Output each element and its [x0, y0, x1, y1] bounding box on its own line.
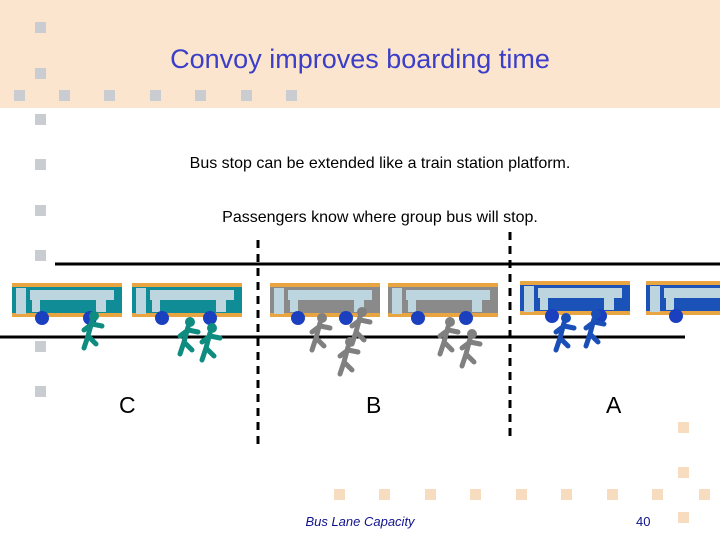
- decorative-square: [35, 22, 46, 33]
- decorative-square: [35, 250, 46, 261]
- zone-label-a: A: [606, 392, 622, 418]
- bullet-text-2: Passengers know where group bus will sto…: [222, 209, 538, 226]
- decorative-square: [379, 489, 390, 500]
- decorative-square: [286, 90, 297, 101]
- zone-label-c: C: [119, 392, 136, 418]
- bus-icon: [12, 283, 122, 317]
- zone-label-b: B: [366, 392, 382, 418]
- decorative-square: [678, 512, 689, 523]
- decorative-square: [35, 114, 46, 125]
- footer-caption: Bus Lane Capacity: [305, 514, 415, 529]
- decorative-square: [470, 489, 481, 500]
- bus-icon: [132, 283, 242, 317]
- decorative-square: [35, 341, 46, 352]
- decorative-square: [425, 489, 436, 500]
- decorative-square: [104, 90, 115, 101]
- decorative-square: [516, 489, 527, 500]
- bus-icon: [388, 283, 498, 317]
- decorative-square: [241, 90, 252, 101]
- decorative-square: [334, 489, 345, 500]
- decorative-square: [652, 489, 663, 500]
- running-person-icon: [462, 329, 480, 366]
- decorative-square: [607, 489, 618, 500]
- running-person-icon: [340, 337, 358, 374]
- decorative-square: [35, 68, 46, 79]
- bullet-text-1: Bus stop can be extended like a train st…: [189, 155, 571, 172]
- running-person-icon: [312, 313, 330, 350]
- decorative-square: [35, 159, 46, 170]
- bus-icon: [646, 281, 720, 315]
- decorative-square: [59, 90, 70, 101]
- header-band: [0, 0, 720, 108]
- decorative-square: [561, 489, 572, 500]
- decorative-square: [699, 489, 710, 500]
- decorative-square: [678, 422, 689, 433]
- running-person-icon: [556, 313, 574, 350]
- decorative-square: [678, 467, 689, 478]
- decorative-square: [35, 386, 46, 397]
- decorative-square: [35, 205, 46, 216]
- bus-icon: [520, 281, 630, 315]
- page-number: 40: [636, 514, 651, 529]
- decorative-square: [195, 90, 206, 101]
- slide-title: Convoy improves boarding time: [170, 44, 550, 74]
- running-person-icon: [202, 323, 220, 360]
- decorative-square: [14, 90, 25, 101]
- decorative-square: [150, 90, 161, 101]
